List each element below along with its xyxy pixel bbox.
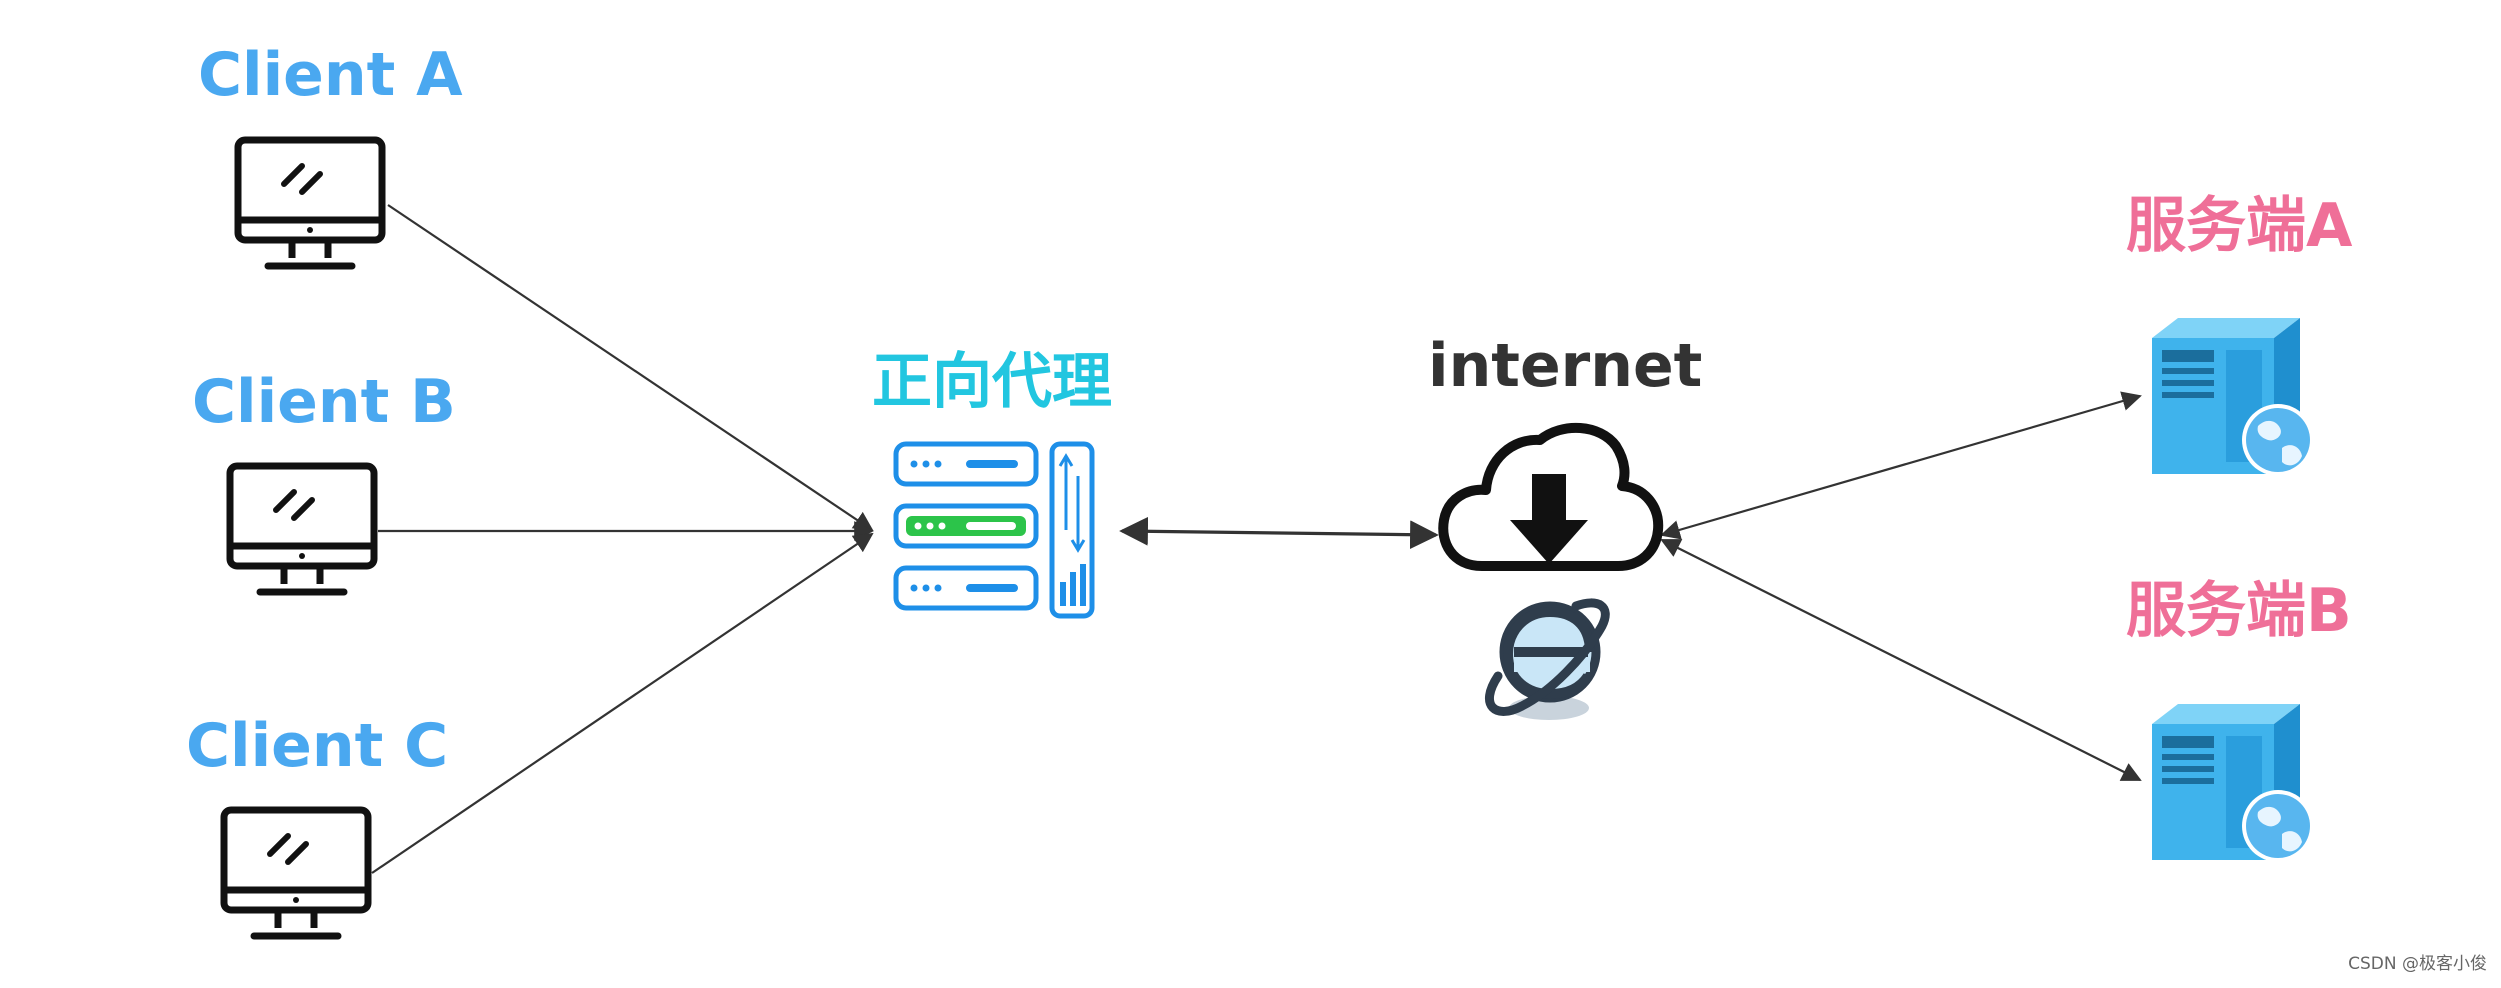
server-b-tower-icon	[2152, 704, 2314, 862]
server-b-label: 服务端B	[2126, 576, 2352, 646]
internet-explorer-icon	[1484, 598, 1610, 720]
server-a-label: 服务端A	[2126, 191, 2353, 261]
client-b-monitor-icon	[226, 462, 378, 596]
proxy-server-icon	[893, 441, 1095, 619]
server-a-tower-icon	[2152, 318, 2314, 476]
line-client-c-proxy	[371, 532, 874, 874]
line-client-a-proxy	[387, 204, 874, 532]
line-internet-server-b	[1660, 539, 2142, 781]
client-c-label: Client C	[186, 711, 449, 781]
client-a-label: Client A	[198, 40, 463, 110]
watermark: CSDN @极客小俊	[2348, 954, 2487, 974]
proxy-label: 正向代理	[872, 347, 1112, 417]
cloud-download-icon	[1438, 423, 1664, 571]
client-a-monitor-icon	[234, 136, 386, 270]
line-internet-server-a	[1660, 391, 2142, 540]
line-proxy-internet	[1119, 516, 1439, 550]
client-c-monitor-icon	[220, 806, 372, 940]
internet-label: internet	[1428, 331, 1703, 401]
client-b-label: Client B	[192, 367, 456, 437]
